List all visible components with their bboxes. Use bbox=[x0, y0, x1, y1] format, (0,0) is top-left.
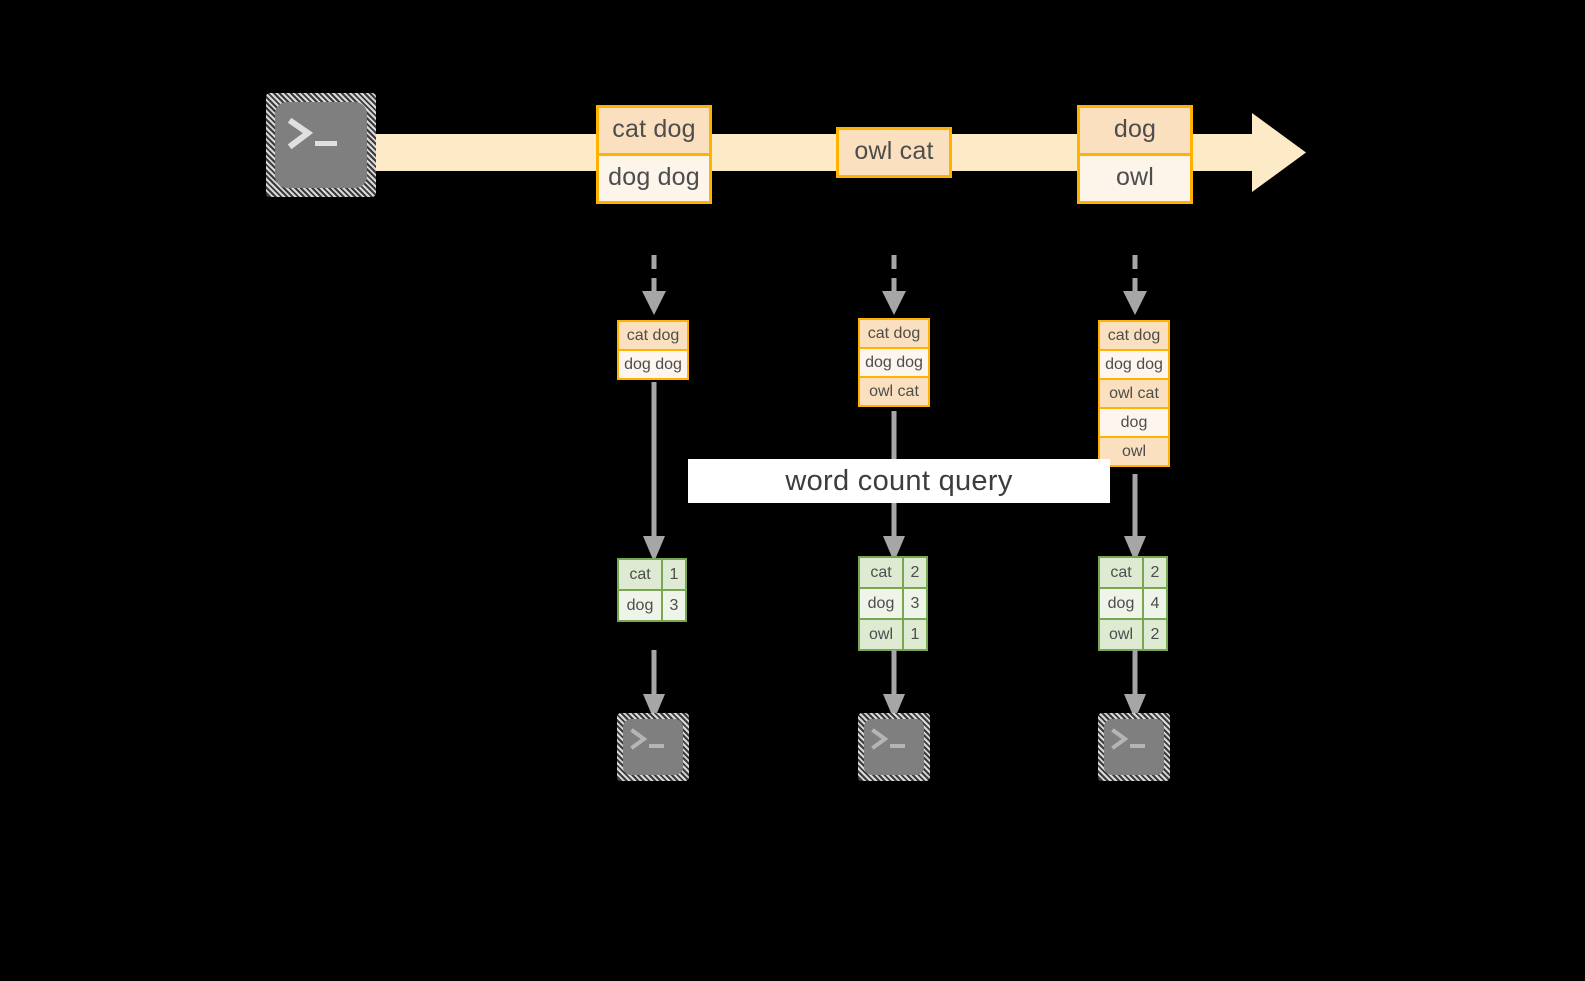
result-word: owl bbox=[858, 618, 904, 651]
batch-stack: cat dog dog dog owl cat bbox=[858, 318, 930, 407]
query-arrow-icon bbox=[641, 382, 667, 569]
batch-row: owl cat bbox=[1098, 378, 1170, 409]
batch-row: dog dog bbox=[617, 349, 689, 380]
output-arrow-icon bbox=[881, 650, 907, 727]
result-count: 2 bbox=[902, 556, 928, 589]
batch-row: dog dog bbox=[858, 347, 930, 378]
stream-group: dog owl bbox=[1077, 105, 1193, 204]
dashed-down-arrow-icon bbox=[878, 255, 910, 322]
dashed-down-arrow-icon bbox=[1119, 255, 1151, 322]
table-row: cat 2 bbox=[1098, 556, 1168, 589]
batch-row: dog bbox=[1098, 407, 1170, 438]
batch-stack: cat dog dog dog bbox=[617, 320, 689, 380]
result-count: 3 bbox=[661, 589, 687, 622]
sink-terminal-icon bbox=[858, 713, 930, 781]
batch-stack: cat dog dog dog owl cat dog owl bbox=[1098, 320, 1170, 467]
result-table: cat 2 dog 3 owl 1 bbox=[858, 556, 928, 651]
result-table: cat 1 dog 3 bbox=[617, 558, 687, 622]
terminal-face bbox=[623, 719, 683, 775]
stream-group: owl cat bbox=[836, 127, 952, 178]
result-word: dog bbox=[1098, 587, 1144, 620]
output-arrow-icon bbox=[641, 650, 667, 727]
batch-row: owl cat bbox=[858, 376, 930, 407]
terminal-face bbox=[275, 102, 367, 188]
table-row: owl 2 bbox=[1098, 618, 1168, 651]
result-word: owl bbox=[1098, 618, 1144, 651]
batch-row: dog dog bbox=[1098, 349, 1170, 380]
table-row: cat 2 bbox=[858, 556, 928, 589]
result-word: cat bbox=[858, 556, 904, 589]
result-table: cat 2 dog 4 owl 2 bbox=[1098, 556, 1168, 651]
batch-row: owl bbox=[1098, 436, 1170, 467]
output-arrow-icon bbox=[1122, 650, 1148, 727]
stream-cell: cat dog bbox=[596, 105, 712, 156]
query-arrow-icon bbox=[1122, 474, 1148, 569]
sink-terminal-icon bbox=[1098, 713, 1170, 781]
table-row: dog 3 bbox=[858, 587, 928, 620]
result-count: 2 bbox=[1142, 618, 1168, 651]
stream-cell: dog dog bbox=[596, 153, 712, 204]
sink-terminal-icon bbox=[617, 713, 689, 781]
result-count: 2 bbox=[1142, 556, 1168, 589]
query-label: word count query bbox=[688, 459, 1110, 503]
result-count: 3 bbox=[902, 587, 928, 620]
terminal-face bbox=[864, 719, 924, 775]
source-terminal-icon bbox=[266, 93, 376, 197]
stream-cell: owl cat bbox=[836, 127, 952, 178]
table-row: dog 3 bbox=[617, 589, 687, 622]
stream-group: cat dog dog dog bbox=[596, 105, 712, 204]
batch-row: cat dog bbox=[858, 318, 930, 349]
result-word: cat bbox=[617, 558, 663, 591]
result-count: 1 bbox=[902, 618, 928, 651]
stream-cell: owl bbox=[1077, 153, 1193, 204]
batch-row: cat dog bbox=[1098, 320, 1170, 351]
dashed-down-arrow-icon bbox=[638, 255, 670, 322]
batch-row: cat dog bbox=[617, 320, 689, 351]
result-count: 4 bbox=[1142, 587, 1168, 620]
result-word: cat bbox=[1098, 556, 1144, 589]
result-word: dog bbox=[617, 589, 663, 622]
result-word: dog bbox=[858, 587, 904, 620]
table-row: dog 4 bbox=[1098, 587, 1168, 620]
table-row: cat 1 bbox=[617, 558, 687, 591]
stream-cell: dog bbox=[1077, 105, 1193, 156]
result-count: 1 bbox=[661, 558, 687, 591]
terminal-face bbox=[1104, 719, 1164, 775]
table-row: owl 1 bbox=[858, 618, 928, 651]
